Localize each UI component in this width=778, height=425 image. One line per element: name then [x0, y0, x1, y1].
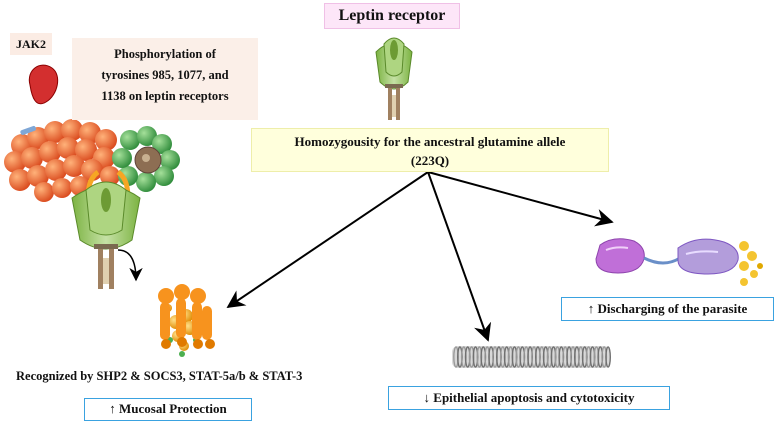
parasite-discharge-box: ↑ Discharging of the parasite [561, 297, 774, 321]
orange-protein-cluster-icon [4, 119, 120, 202]
stat-proteins-icon [158, 284, 215, 357]
complex-receptor-icon [71, 169, 141, 289]
phosphorylation-note: Phosphorylation of tyrosines 985, 1077, … [72, 38, 258, 120]
leptin-receptor-icon [375, 37, 413, 120]
homozygosity-line-1: Homozygousity for the ancestral glutamin… [294, 134, 566, 149]
epithelial-apoptosis-box: ↓ Epithelial apoptosis and cytotoxicity [388, 386, 670, 410]
phosphorylation-line-1: Phosphorylation of [114, 47, 216, 61]
arrow-to-discharge [427, 171, 614, 227]
jak2-label: JAK2 [10, 33, 52, 55]
homozygosity-line-2: (223Q) [410, 153, 450, 168]
epithelial-coil-icon [452, 346, 611, 368]
phosphorylation-line-2: tyrosines 985, 1077, and [101, 68, 229, 82]
arrow-to-epithelial [427, 171, 492, 342]
mucosal-protection-box: ↑ Mucosal Protection [84, 398, 252, 421]
arrow-to-mucosal [226, 171, 429, 309]
signal-curve-arrow [117, 249, 143, 282]
homozygosity-box: Homozygousity for the ancestral glutamin… [251, 128, 609, 172]
jak2-icon [28, 64, 59, 105]
parasite-molecule-icon [595, 238, 763, 286]
recognized-by-label: Recognized by SHP2 & SOCS3, STAT-5a/b & … [16, 369, 303, 383]
green-protein-cluster-icon [112, 126, 180, 192]
phosphorylation-line-3: 1138 on leptin receptors [101, 89, 229, 103]
leptin-receptor-title: Leptin receptor [324, 3, 460, 29]
